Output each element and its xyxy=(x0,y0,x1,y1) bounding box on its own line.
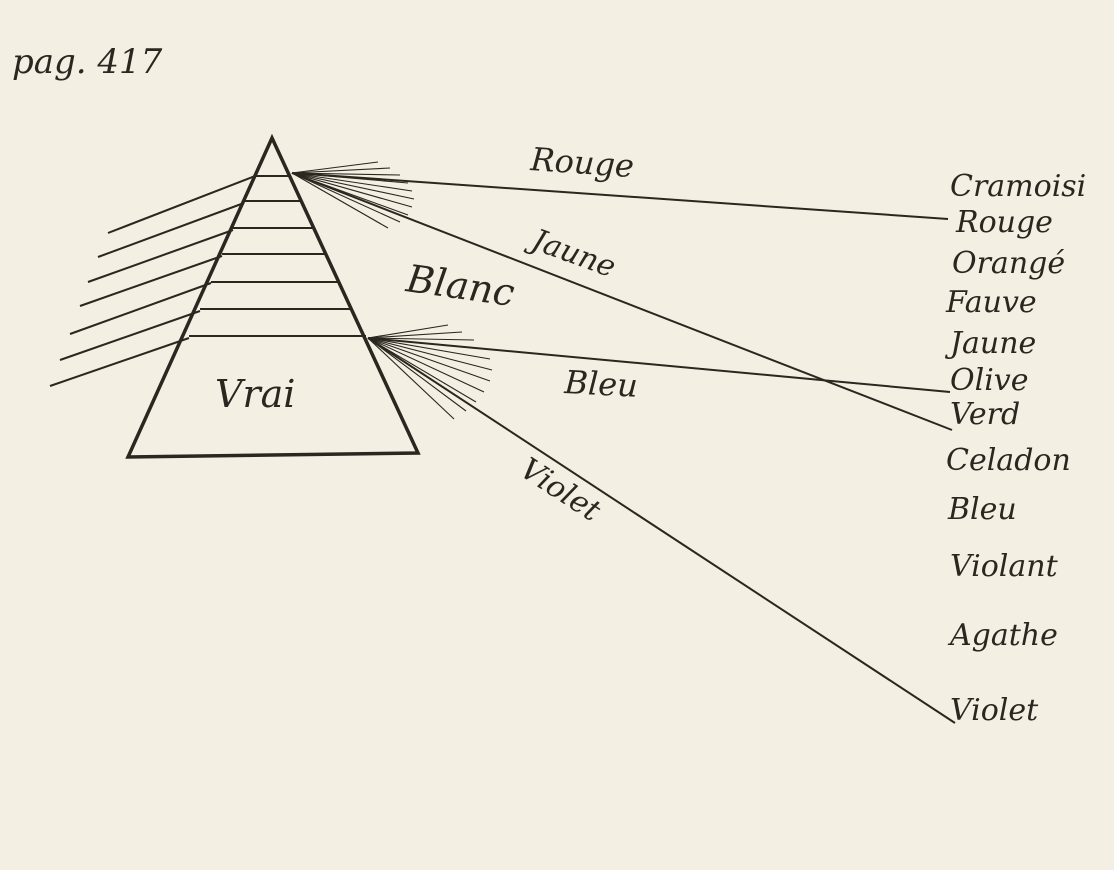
color-scale-item: Fauve xyxy=(945,285,1037,320)
color-scale-item: Bleu xyxy=(947,492,1017,527)
prism-label: Vrai xyxy=(215,372,295,416)
incoming-ray xyxy=(79,255,223,307)
lower-dispersion-fan xyxy=(367,324,493,420)
color-scale-item: Agathe xyxy=(947,618,1058,653)
ray-label-rouge: Rouge xyxy=(528,140,635,185)
incoming-ray xyxy=(97,202,245,258)
ray-bleu xyxy=(367,337,951,393)
color-scale: Cramoisi Rouge Orangé Fauve Jaune Olive … xyxy=(944,169,1086,728)
ray-label-bleu: Bleu xyxy=(563,363,639,405)
incoming-rays xyxy=(49,175,256,387)
incoming-ray xyxy=(49,337,190,387)
color-scale-item: Celadon xyxy=(946,443,1071,478)
color-scale-item: Verd xyxy=(950,397,1020,432)
white-light-label: Blanc xyxy=(403,256,518,315)
page-label: pag. 417 xyxy=(12,42,163,82)
ray-rouge xyxy=(291,172,949,220)
color-scale-item: Orangé xyxy=(952,246,1065,281)
color-scale-item: Rouge xyxy=(955,205,1053,240)
ray-jaune xyxy=(291,172,953,431)
prism-internal-rays xyxy=(189,175,366,337)
dispersed-rays xyxy=(291,172,956,724)
incoming-ray xyxy=(87,229,234,283)
prism: Vrai xyxy=(125,133,421,459)
ray-violet xyxy=(367,337,956,724)
incoming-ray xyxy=(69,282,212,335)
color-scale-item: Jaune xyxy=(944,326,1036,361)
incoming-ray xyxy=(59,310,201,361)
color-scale-item: Violet xyxy=(950,693,1039,728)
color-scale-item: Violant xyxy=(950,549,1059,584)
color-scale-item: Olive xyxy=(950,363,1029,398)
incoming-ray xyxy=(107,175,256,234)
prism-outline xyxy=(125,133,421,459)
color-scale-item: Cramoisi xyxy=(950,169,1086,204)
ray-label-violet: Violet xyxy=(514,451,608,529)
ray-label-jaune: Jaune xyxy=(522,221,621,285)
